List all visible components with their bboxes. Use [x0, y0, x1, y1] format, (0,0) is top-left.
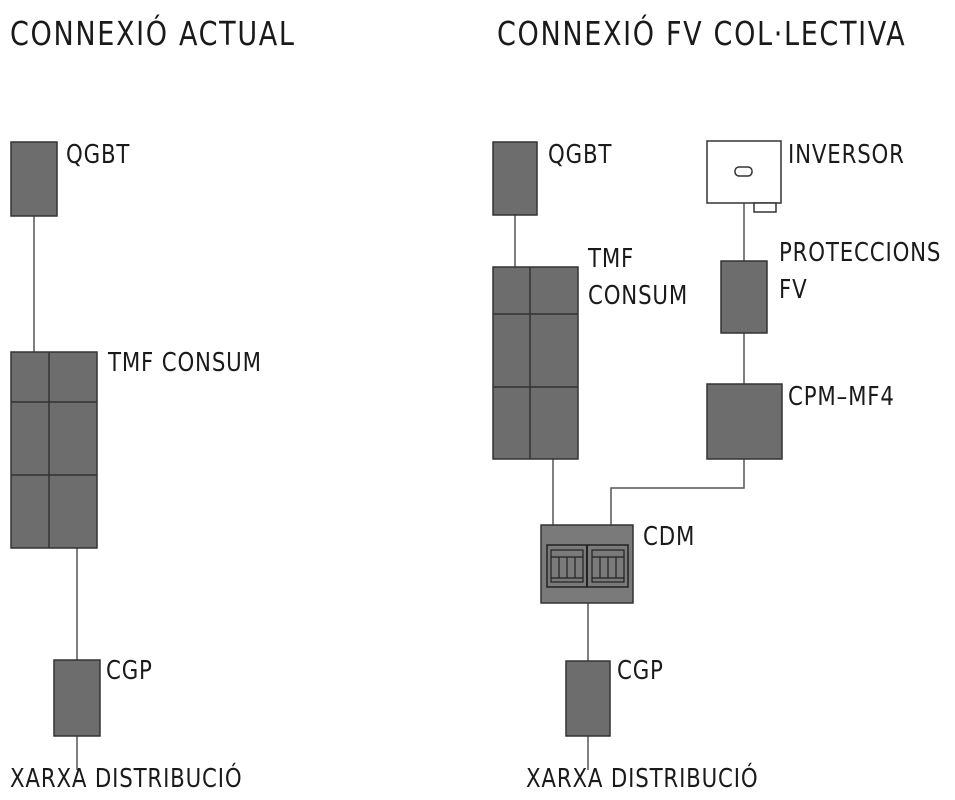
collective-pv-connection-diagram — [492, 140, 783, 770]
left-grid-label: XARXA DISTRIBUCIÓ — [10, 764, 243, 794]
right-cgp-label: CGP — [617, 656, 664, 686]
left-title: CONNEXIÓ ACTUAL — [10, 14, 296, 53]
right-tmf-label-line2: CONSUM — [588, 281, 689, 311]
tmf-consum-bank — [10, 351, 98, 549]
right-title: CONNEXIÓ FV COL·LECTIVA — [497, 14, 907, 53]
cgp-box — [565, 660, 611, 737]
right-grid-label: XARXA DISTRIBUCIÓ — [526, 764, 759, 794]
right-tmf-label-line1: TMF — [588, 244, 635, 274]
right-cpm-label: CPM–MF4 — [788, 382, 895, 412]
breaker-icon — [591, 549, 625, 583]
right-cdm-label: CDM — [643, 522, 696, 552]
right-qgbt-label: QGBT — [548, 140, 613, 170]
qgbt-box — [492, 141, 538, 216]
left-qgbt-label: QGBT — [66, 140, 131, 170]
right-inverter-label: INVERSOR — [788, 140, 905, 170]
tmf-consum-bank — [492, 266, 579, 460]
left-cgp-label: CGP — [106, 656, 153, 686]
cdm-box — [540, 524, 634, 604]
right-protections-label-line2: FV — [779, 275, 808, 305]
right-protections-label-line1: PROTECCIONS — [779, 238, 942, 268]
breaker-icon — [550, 549, 584, 583]
inverter-icon — [706, 140, 782, 213]
qgbt-box — [10, 141, 58, 217]
cgp-box — [53, 659, 101, 737]
left-tmf-label: TMF CONSUM — [108, 348, 262, 378]
current-connection-diagram — [10, 141, 101, 770]
cpm-mf4-box — [706, 383, 783, 460]
pv-protections-box — [720, 260, 768, 334]
line-cpm-to-cdm — [610, 459, 745, 525]
